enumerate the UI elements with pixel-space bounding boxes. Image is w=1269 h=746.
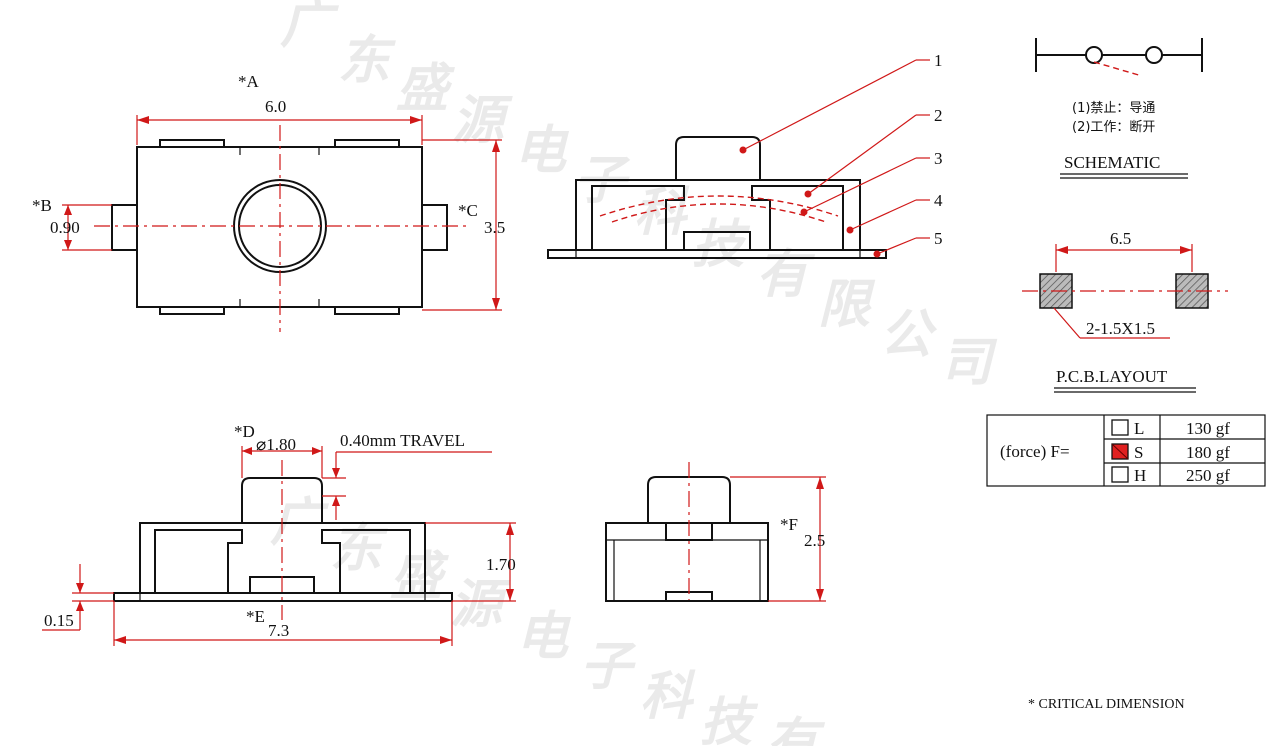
force-code-l: L [1134, 419, 1144, 438]
dim-height: 1.70 [486, 555, 516, 574]
force-checkbox-l [1111, 419, 1129, 436]
front-view: *D ⌀1.80 0.40mm TRAVEL 1.70 0.15 *E [42, 422, 516, 646]
watermark-char: 电 [514, 121, 570, 181]
dim-c-label: *C [458, 201, 478, 220]
force-value-h: 250 gf [1186, 466, 1230, 485]
top-view: *A 6.0 *B 0.90 *C 3.5 [32, 72, 505, 332]
dim-b-value: 0.90 [50, 218, 80, 237]
dim-d-value: ⌀1.80 [256, 435, 296, 454]
dim-f-label: *F [780, 515, 798, 534]
watermark-char: 有 [756, 245, 816, 305]
schematic-line-1: (1)禁止：导通 [1072, 101, 1155, 116]
dim-e-value: 7.3 [268, 621, 289, 640]
callout-1: 1 [934, 51, 943, 70]
watermark-char: 有 [766, 713, 826, 746]
callout-4: 4 [934, 191, 943, 210]
schematic-title: SCHEMATIC [1064, 153, 1160, 172]
force-table: (force) F= L 130 gf S 180 gf H 250 gf [986, 414, 1266, 487]
dim-b-label: *B [32, 196, 52, 215]
right-terminal [421, 204, 448, 251]
dim-d-label: *D [234, 422, 255, 441]
force-value-s: 180 gf [1186, 443, 1230, 462]
dim-a-label: *A [238, 72, 260, 91]
left-terminal [111, 204, 138, 251]
force-value-l: 130 gf [1186, 419, 1230, 438]
watermark-char: 技 [692, 215, 751, 275]
callout-2: 2 [934, 106, 943, 125]
watermark-char: 司 [940, 333, 998, 393]
watermark-char: 盛 [390, 547, 449, 607]
watermark-char: 子 [580, 637, 637, 697]
callout-5: 5 [934, 229, 943, 248]
critical-dimension-note: * CRITICAL DIMENSION [1028, 697, 1185, 712]
section-view: 1 2 3 4 5 [547, 51, 943, 259]
pcb-pad-size: 2-1.5X1.5 [1086, 319, 1155, 338]
pcb-layout: 6.5 2-1.5X1.5 P.C.B.LAYOUT [1022, 229, 1228, 393]
pcb-spacing: 6.5 [1110, 229, 1131, 248]
dim-e-label: *E [246, 607, 265, 626]
dim-base: 0.15 [44, 611, 74, 630]
watermark-char: 盛 [396, 59, 455, 119]
watermark-char: 东 [330, 519, 388, 579]
side-view: *F 2.5 [605, 462, 826, 602]
force-label: (force) F= [1000, 442, 1070, 461]
force-checkbox-h [1111, 466, 1129, 483]
dim-travel: 0.40mm TRAVEL [340, 431, 465, 450]
watermark-char: 源 [450, 575, 511, 635]
dim-f-value: 2.5 [804, 531, 825, 550]
pcb-title: P.C.B.LAYOUT [1056, 367, 1168, 386]
watermark-char: 电 [516, 607, 572, 667]
watermark-char: 限 [818, 275, 876, 335]
watermark-char: 技 [700, 693, 759, 746]
watermark-char: 源 [452, 91, 513, 151]
watermark-char: 东 [338, 31, 396, 91]
dim-a-value: 6.0 [265, 97, 286, 116]
dim-c-value: 3.5 [484, 218, 505, 237]
schematic-line-2: (2)工作：断开 [1072, 120, 1155, 135]
callout-3: 3 [934, 149, 943, 168]
watermark-char: 公 [880, 305, 938, 365]
watermark-char: 科 [640, 667, 696, 727]
watermark-char: 广 [280, 0, 339, 55]
watermark: 广 东 盛 源 电 子 科 技 有 限 公 司 广 东 盛 源 电 子 科 技 … [270, 0, 998, 746]
force-code-s: S [1134, 443, 1143, 462]
schematic: (1)禁止：导通 (2)工作：断开 SCHEMATIC [1035, 38, 1203, 179]
force-code-h: H [1134, 466, 1146, 485]
